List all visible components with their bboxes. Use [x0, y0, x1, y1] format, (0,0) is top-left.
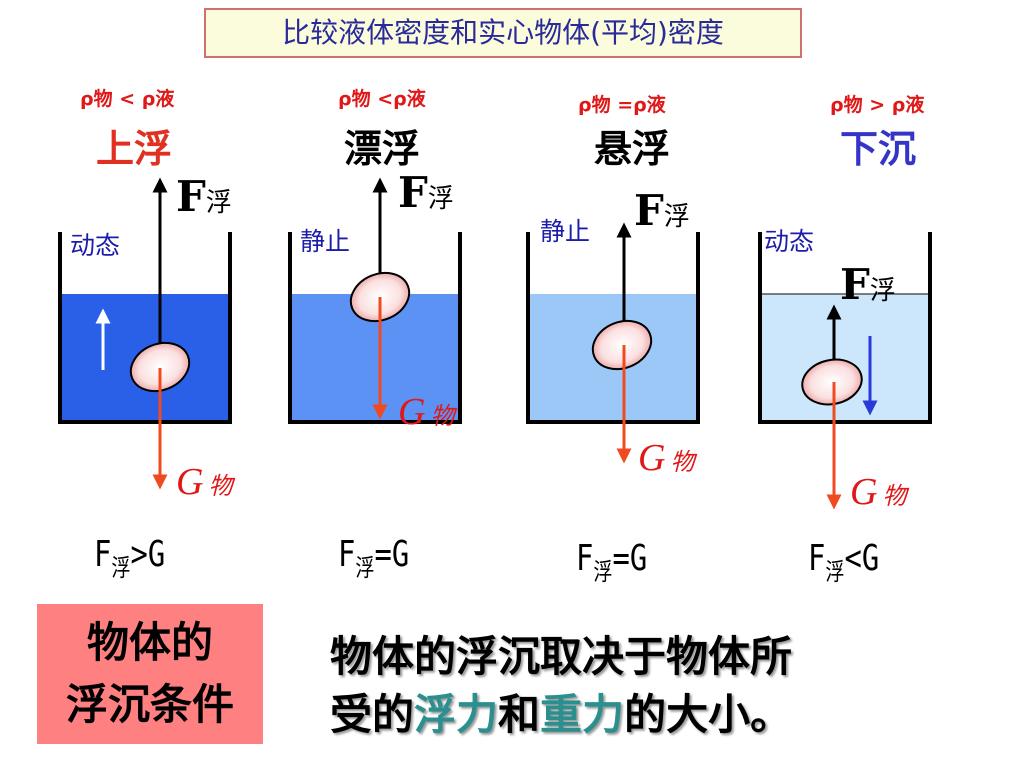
gravity-highlight: 重力 [540, 690, 625, 739]
condition-box-line1: 物体的 [86, 618, 213, 667]
equation-3: F浮=G [576, 538, 648, 586]
beaker-sink [758, 232, 932, 510]
buoyancy-label-2: F浮 [398, 168, 454, 217]
motion-label-1: 动态 [70, 231, 121, 260]
motion-label-2: 静止 [300, 227, 351, 256]
state-label-rise: 上浮 [96, 127, 173, 171]
gravity-label-4: G 物 [850, 471, 907, 513]
density-condition-3: ρ物 =ρ液 [578, 94, 666, 116]
summary-text: 物体的浮沉取决于物体所 受的浮力和重力的大小。 [330, 628, 792, 744]
density-condition-2: ρ物 <ρ液 [338, 88, 426, 110]
gravity-label-3: G 物 [638, 437, 695, 479]
condition-box: 物体的 浮沉条件 [37, 604, 263, 744]
state-label-float: 漂浮 [344, 127, 421, 171]
equation-4: F浮<G [808, 538, 880, 586]
state-label-sink: 下沉 [840, 127, 917, 171]
beaker-float [288, 177, 462, 424]
buoyancy-label-4: F浮 [840, 260, 896, 309]
equation-1: F浮>G [94, 534, 166, 582]
water-sink [760, 294, 930, 422]
buoyancy-label-1: F浮 [176, 172, 232, 221]
equation-2: F浮=G [338, 534, 410, 582]
page-title: 比较液体密度和实心物体(平均)密度 [204, 8, 802, 58]
state-label-suspend: 悬浮 [594, 127, 671, 171]
motion-label-4: 动态 [764, 227, 815, 256]
buoyancy-label-3: F浮 [634, 186, 690, 235]
density-condition-1: ρ物 < ρ液 [80, 88, 175, 110]
buoyancy-highlight: 浮力 [414, 690, 499, 739]
object-egg-rise [129, 341, 191, 393]
gravity-label-2: G 物 [398, 391, 455, 433]
beaker-suspend [526, 222, 700, 464]
summary-line1: 物体的浮沉取决于物体所 [330, 632, 793, 681]
object-egg-sink [801, 358, 863, 406]
beaker-rise [58, 177, 232, 490]
object-egg-suspend [591, 319, 653, 371]
summary-line2: 受的浮力和重力的大小。 [330, 690, 793, 739]
motion-label-3: 静止 [540, 217, 591, 246]
condition-box-line2: 浮沉条件 [65, 680, 234, 729]
density-condition-4: ρ物 > ρ液 [830, 94, 925, 116]
gravity-label-1: G 物 [176, 461, 233, 503]
